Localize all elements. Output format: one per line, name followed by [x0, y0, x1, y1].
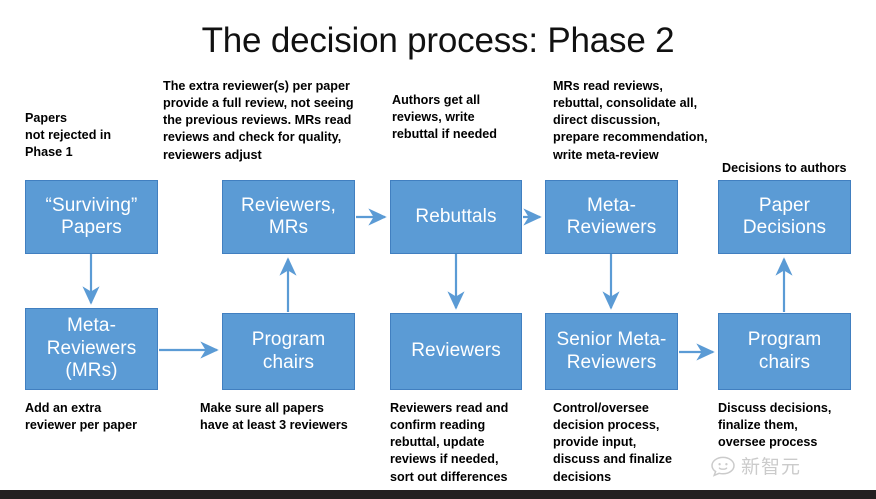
watermark: 新智元 — [710, 452, 801, 479]
note-surviving-papers: Papers not rejected in Phase 1 — [25, 111, 112, 160]
box-reviewers[interactable]: Reviewers — [390, 313, 522, 390]
box-reviewers-mrs[interactable]: Reviewers, MRs — [222, 180, 355, 254]
chat-bubble-smiley-icon — [711, 456, 735, 477]
box-rebuttals[interactable]: Rebuttals — [390, 180, 522, 254]
note-senior-meta-reviewers: Control/oversee decision process, provid… — [553, 401, 672, 484]
box-meta-reviewers-mrs[interactable]: Meta- Reviewers (MRs) — [25, 308, 158, 390]
box-meta-reviewers[interactable]: Meta- Reviewers — [545, 180, 678, 254]
box-surviving-papers[interactable]: “Surviving” Papers — [25, 180, 158, 254]
watermark-text: 新智元 — [741, 456, 802, 478]
note-program-chairs-2: Discuss decisions, finalize them, overse… — [718, 401, 832, 450]
note-reviewers-mrs: The extra reviewer(s) per paper provide … — [163, 79, 354, 162]
note-rebuttals: Authors get all reviews, write rebuttal … — [392, 93, 497, 142]
note-paper-decisions: Decisions to authors — [722, 161, 847, 175]
box-paper-decisions[interactable]: Paper Decisions — [718, 180, 851, 254]
bottom-bar — [0, 490, 876, 499]
note-meta-reviewers: MRs read reviews, rebuttal, consolidate … — [553, 79, 708, 162]
page-title: The decision process: Phase 2 — [201, 21, 675, 60]
note-program-chairs-1: Make sure all papers have at least 3 rev… — [200, 401, 348, 433]
box-program-chairs-2[interactable]: Program chairs — [718, 313, 851, 390]
note-reviewers: Reviewers read and confirm reading rebut… — [390, 401, 509, 484]
box-senior-meta-reviewers[interactable]: Senior Meta- Reviewers — [545, 313, 678, 390]
box-program-chairs-1[interactable]: Program chairs — [222, 313, 355, 390]
note-meta-reviewers-mrs: Add an extra reviewer per paper — [25, 401, 138, 433]
